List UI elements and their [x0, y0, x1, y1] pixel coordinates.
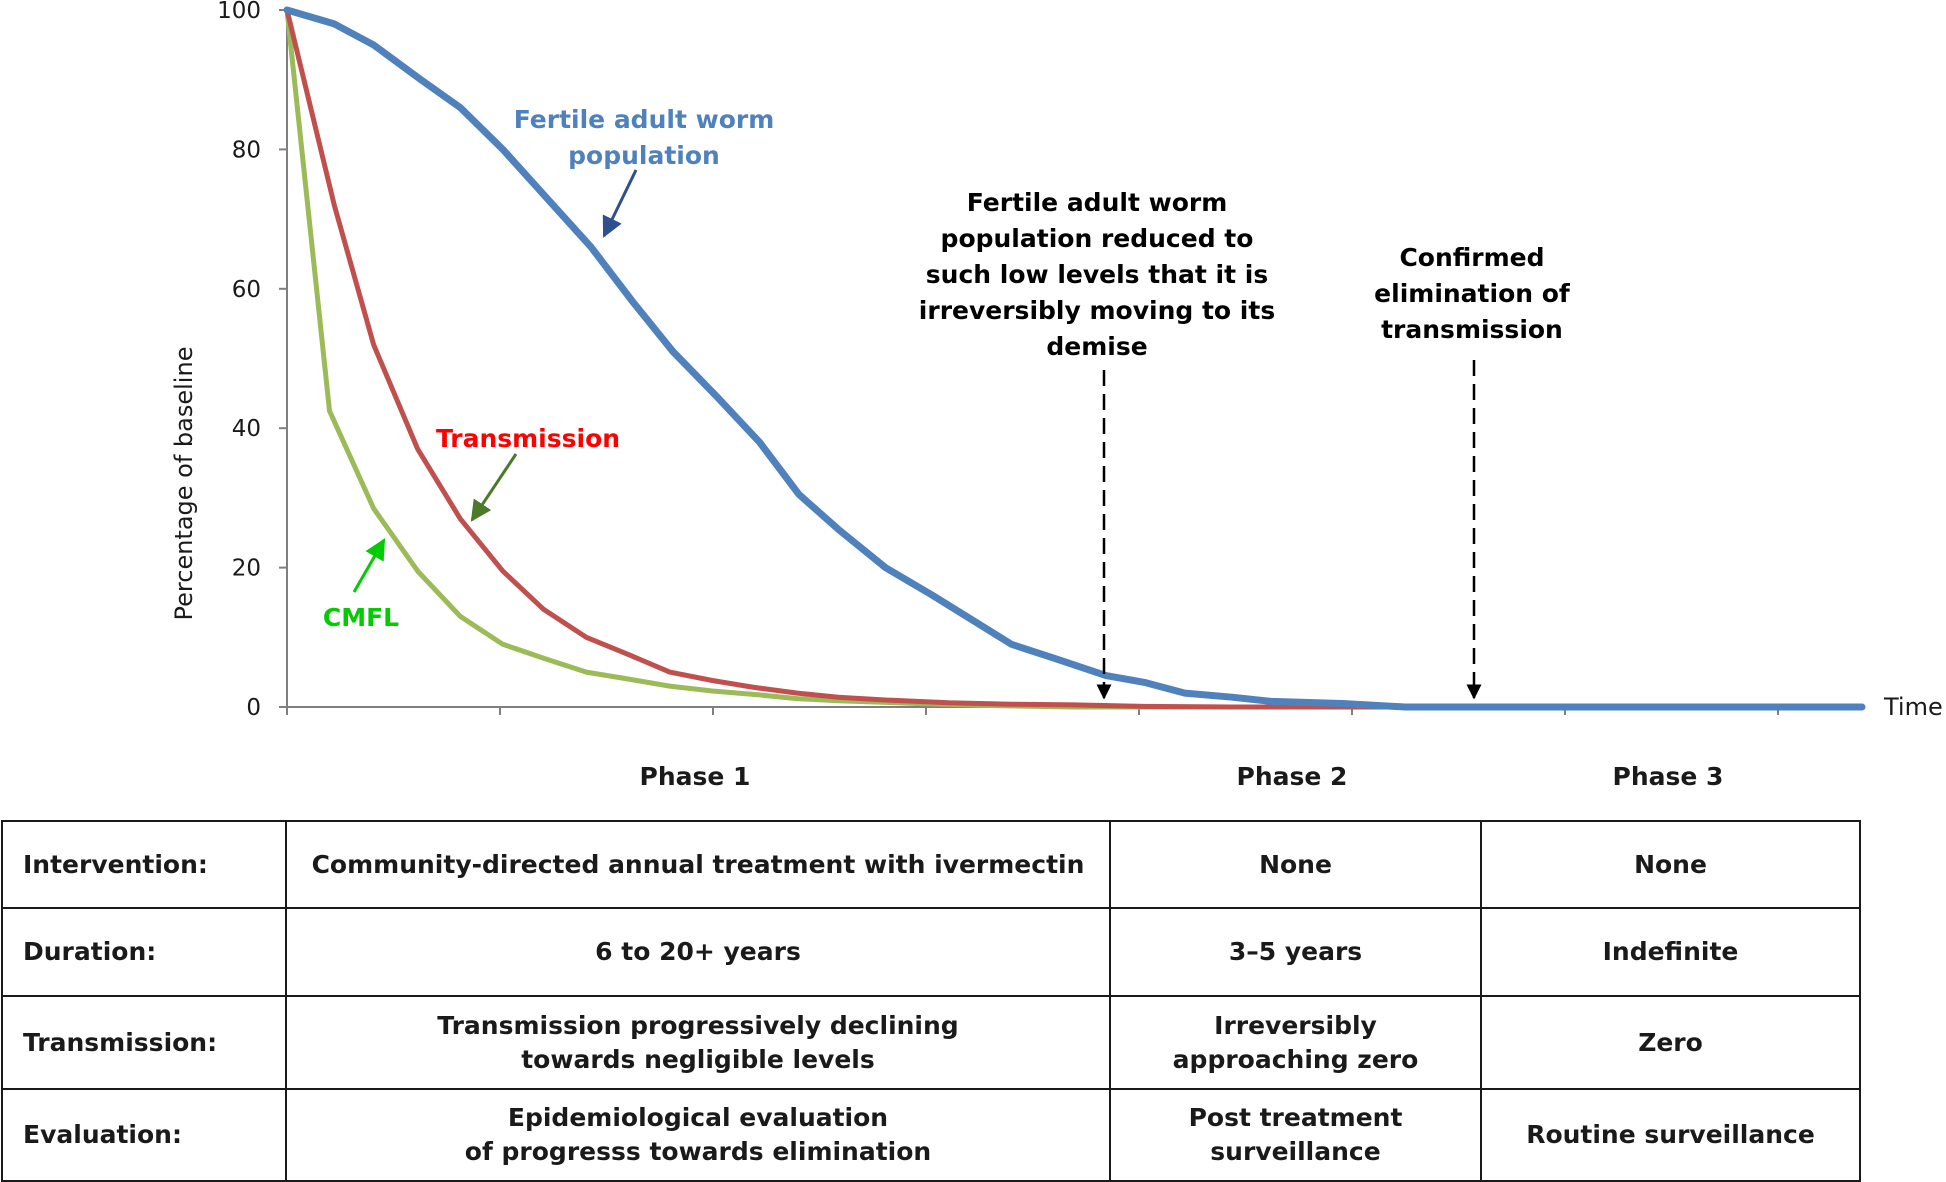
- cell-phase3: Routine surveillance: [1480, 1088, 1861, 1182]
- arrow-worm-population: [602, 169, 638, 238]
- row-label: Evaluation:: [1, 1088, 287, 1182]
- row-label: Intervention:: [1, 820, 287, 909]
- table-row-evaluation: Evaluation: Epidemiological evaluation o…: [1, 1088, 1861, 1182]
- cell-phase3: Zero: [1480, 995, 1861, 1090]
- y-tick-label: 80: [232, 137, 261, 163]
- cell-phase3: None: [1480, 820, 1861, 909]
- arrow-transmission: [470, 453, 518, 522]
- y-tick-label: 20: [232, 556, 261, 582]
- cell-phase2: Post treatment surveillance: [1109, 1088, 1482, 1182]
- y-tick-label: 60: [232, 277, 261, 303]
- row-label: Transmission:: [1, 995, 287, 1090]
- table-row-transmission: Transmission: Transmission progressively…: [1, 995, 1861, 1090]
- cell-phase1: Transmission progressively declining tow…: [285, 995, 1111, 1090]
- cell-phase3: Indefinite: [1480, 907, 1861, 997]
- y-tick-label: 0: [246, 695, 261, 721]
- cell-phase2: 3–5 years: [1109, 907, 1482, 997]
- table-row-duration: Duration: 6 to 20+ years 3–5 years Indef…: [1, 907, 1861, 997]
- annotation-cmfl: CMFL: [323, 603, 399, 632]
- phase-label-1: Phase 1: [639, 762, 751, 791]
- cell-phase1: 6 to 20+ years: [285, 907, 1111, 997]
- y-axis-title: Percentage of baseline: [170, 347, 198, 621]
- x-axis-title: Time: [1883, 693, 1943, 721]
- cell-phase1: Epidemiological evaluation of progresss …: [285, 1088, 1111, 1182]
- cell-phase2: Irreversibly approaching zero: [1109, 995, 1482, 1090]
- y-tick-label: 40: [232, 416, 261, 442]
- phase-label-2: Phase 2: [1236, 762, 1348, 791]
- series-line-transmission: [284, 7, 1865, 710]
- row-label: Duration:: [1, 907, 287, 997]
- table-row-intervention: Intervention: Community-directed annual …: [1, 820, 1861, 909]
- phase-label-3: Phase 3: [1612, 762, 1724, 791]
- cell-phase2: None: [1109, 820, 1482, 909]
- arrow-cmfl: [352, 538, 386, 593]
- annotation-transmission: Transmission: [436, 424, 620, 453]
- series-line-worm-population: [283, 6, 1866, 711]
- phase-table: Intervention: Community-directed annual …: [1, 820, 1861, 1182]
- cell-phase1: Community-directed annual treatment with…: [285, 820, 1111, 909]
- y-tick-label: 100: [217, 0, 261, 24]
